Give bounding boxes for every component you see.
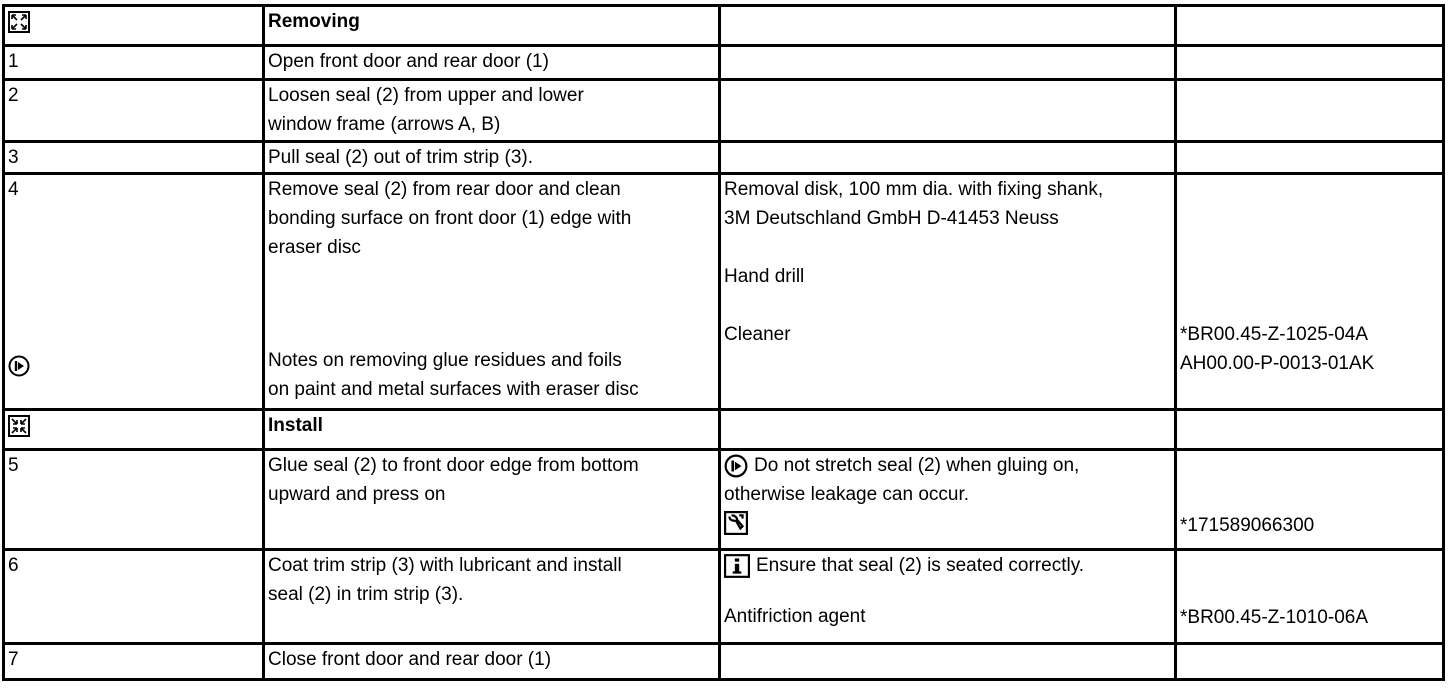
tool-line: Removal disk, 100 mm dia. with fixing sh… (724, 179, 1104, 200)
caution-circle-icon (724, 454, 748, 478)
empty-cell (1174, 44, 1445, 81)
step-text-line: Coat trim strip (3) with lubricant and i… (268, 555, 622, 576)
step-number: 4 (8, 179, 19, 200)
step-row-4: 4 Remove seal (2) from rear door and cle… (2, 172, 1445, 411)
collapse-arrows-icon (8, 415, 30, 437)
note-link-line[interactable]: Notes on removing glue residues and foil… (268, 350, 622, 371)
caution-text-line: otherwise leakage can occur. (724, 484, 970, 505)
step-text-line: upward and press on (268, 484, 446, 505)
note-circle-icon (8, 355, 259, 377)
section-row-install: Install (2, 408, 1445, 451)
step-row-1: 1 Open front door and rear door (1) (2, 44, 1445, 81)
step-text-line: Glue seal (2) to front door edge from bo… (268, 455, 639, 476)
step-text-line: Remove seal (2) from rear door and clean (268, 179, 621, 200)
note-link-line[interactable]: on paint and metal surfaces with eraser … (268, 379, 639, 400)
removing-icon-cell (2, 4, 265, 47)
removing-heading: Removing (268, 11, 360, 32)
reference-link[interactable]: *BR00.45-Z-1010-06A (1180, 607, 1368, 628)
agent-text: Antifriction agent (724, 606, 866, 627)
step-number: 1 (8, 51, 19, 72)
step-text: Close front door and rear door (1) (268, 649, 552, 670)
info-text: Ensure that seal (2) is seated correctly… (756, 555, 1085, 576)
step-number: 2 (8, 85, 19, 106)
reference-link[interactable]: AH00.00-P-0013-01AK (1180, 353, 1375, 374)
section-title-removing: Removing (262, 4, 721, 47)
empty-cell (1174, 140, 1445, 175)
special-tool-icon (724, 511, 1171, 535)
expand-arrows-icon (8, 11, 30, 33)
empty-cell (718, 44, 1177, 81)
section-row-removing: Removing (2, 4, 1445, 47)
reference-link[interactable]: *171589066300 (1180, 515, 1315, 536)
empty-cell (1174, 4, 1445, 47)
empty-cell (718, 140, 1177, 175)
step-text-line: window frame (arrows A, B) (268, 114, 501, 135)
step-row-7: 7 Close front door and rear door (1) (2, 642, 1445, 681)
step-row-3: 3 Pull seal (2) out of trim strip (3). (2, 140, 1445, 175)
step-text: Open front door and rear door (1) (268, 51, 549, 72)
step-row-5: 5 Glue seal (2) to front door edge from … (2, 448, 1445, 551)
step-number: 5 (8, 455, 19, 476)
info-icon (724, 553, 750, 578)
empty-cell (1174, 642, 1445, 681)
caution-text: Do not stretch seal (2) when gluing on, (754, 455, 1080, 476)
tool-line: 3M Deutschland GmbH D-41453 Neuss (724, 208, 1059, 229)
install-heading: Install (268, 415, 323, 436)
empty-cell (1174, 408, 1445, 451)
step-number: 3 (8, 147, 19, 168)
step-number: 6 (8, 555, 19, 576)
tool-line: Cleaner (724, 324, 791, 345)
empty-cell (718, 4, 1177, 47)
step-text-line: Loosen seal (2) from upper and lower (268, 85, 584, 106)
step-row-6: 6 Coat trim strip (3) with lubricant and… (2, 548, 1445, 645)
reference-link[interactable]: *BR00.45-Z-1025-04A (1180, 324, 1368, 345)
empty-cell (1174, 78, 1445, 143)
step-text-line: bonding surface on front door (1) edge w… (268, 208, 632, 229)
empty-cell (718, 408, 1177, 451)
step-text-line: eraser disc (268, 237, 361, 258)
step-text: Pull seal (2) out of trim strip (3). (268, 147, 534, 168)
tool-line: Hand drill (724, 266, 805, 287)
step-number: 7 (8, 649, 19, 670)
step-row-2: 2 Loosen seal (2) from upper and lower w… (2, 78, 1445, 143)
empty-cell (718, 78, 1177, 143)
empty-cell (718, 642, 1177, 681)
procedure-table: Removing 1 Open front door and rear door… (2, 4, 1445, 681)
step-text-line: seal (2) in trim strip (3). (268, 584, 464, 605)
